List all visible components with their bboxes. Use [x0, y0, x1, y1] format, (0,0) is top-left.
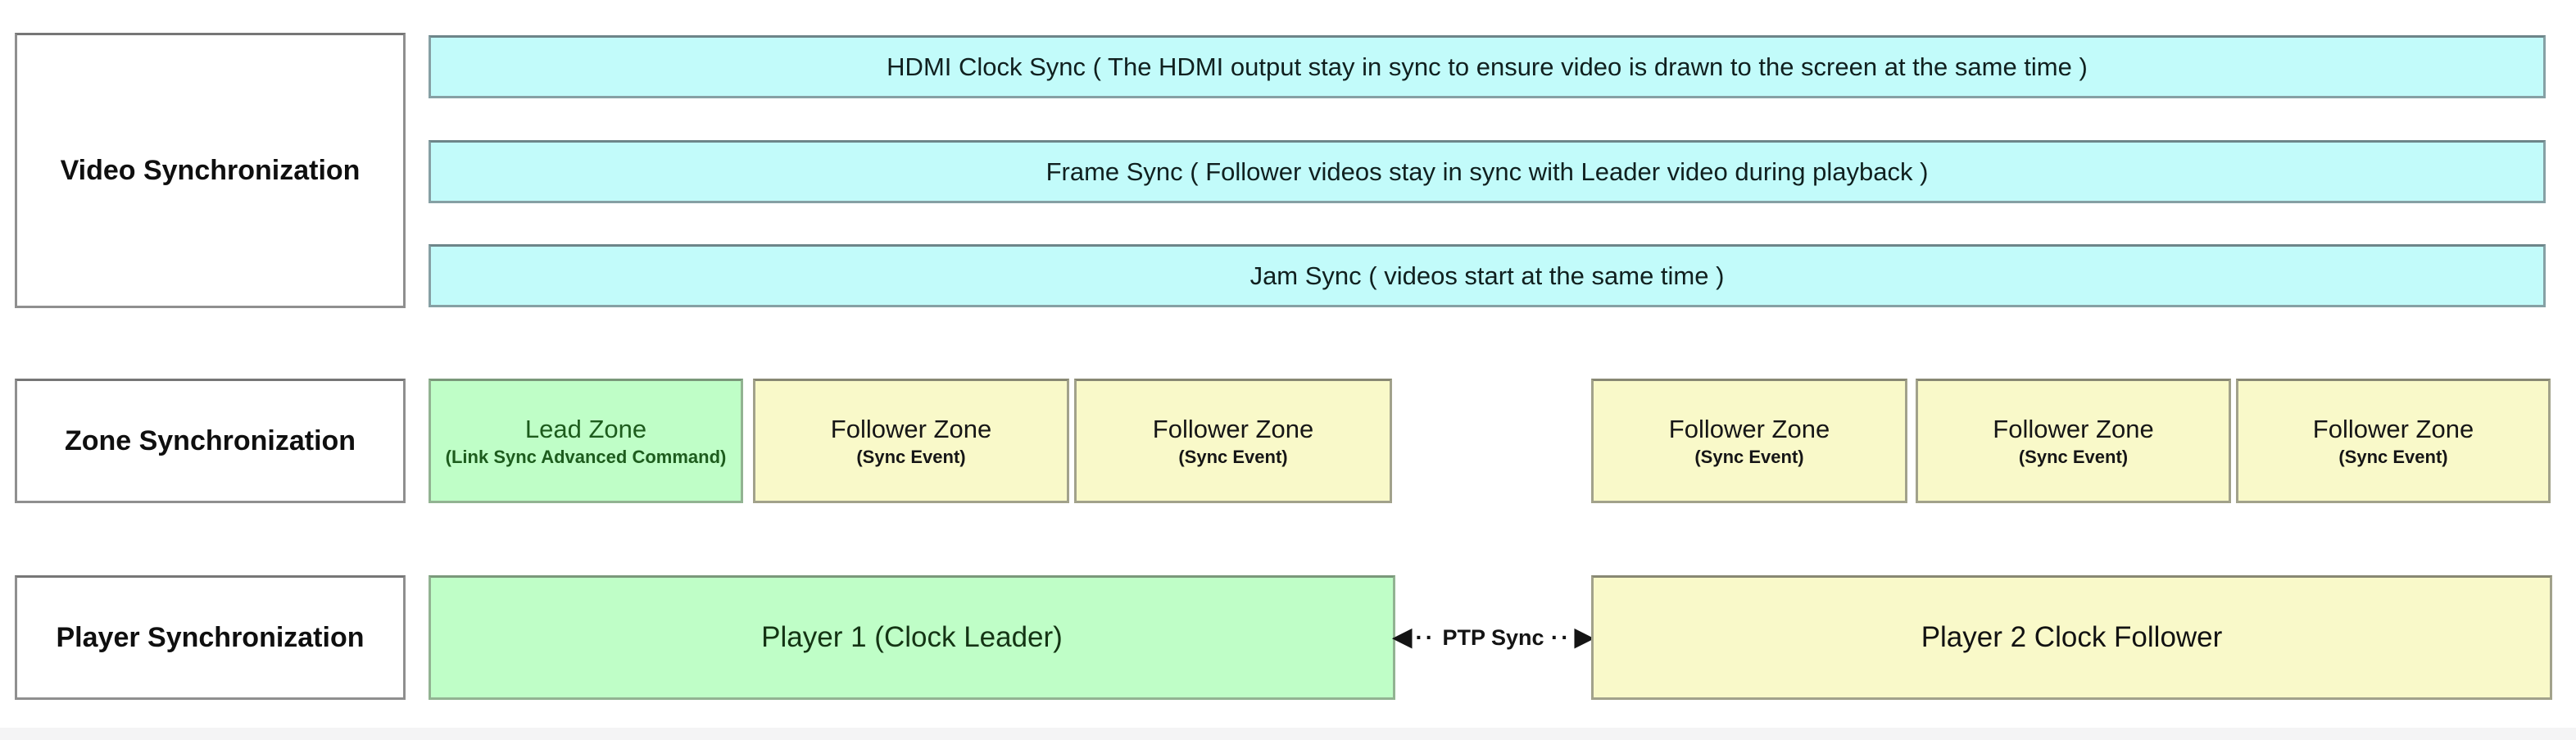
- zone-sync-label-box: Zone Synchronization: [15, 379, 406, 503]
- lead-zone-subtitle: (Link Sync Advanced Command): [445, 447, 727, 468]
- follower-zone-title: Follower Zone: [2312, 414, 2474, 443]
- dotted-line-right: ··: [1550, 624, 1571, 650]
- follower-zone-subtitle: (Sync Event): [1694, 447, 1804, 468]
- jam-sync-bar: Jam Sync ( videos start at the same time…: [429, 244, 2546, 307]
- follower-zone-box: Follower Zone (Sync Event): [1591, 379, 1907, 503]
- player1-box: Player 1 (Clock Leader): [429, 575, 1395, 700]
- hdmi-clock-sync-text: HDMI Clock Sync ( The HDMI output stay i…: [887, 52, 2088, 81]
- right-arrow-icon: ▶: [1574, 624, 1594, 651]
- jam-sync-text: Jam Sync ( videos start at the same time…: [1249, 261, 1725, 290]
- video-sync-label: Video Synchronization: [60, 154, 361, 186]
- frame-sync-bar: Frame Sync ( Follower videos stay in syn…: [429, 140, 2546, 203]
- frame-sync-text: Frame Sync ( Follower videos stay in syn…: [1045, 157, 1929, 186]
- ptp-sync-label: PTP Sync: [1442, 624, 1544, 650]
- footer-strip: [0, 728, 2576, 740]
- lead-zone-box: Lead Zone (Link Sync Advanced Command): [429, 379, 743, 503]
- follower-zone-box: Follower Zone (Sync Event): [1074, 379, 1392, 503]
- player2-text: Player 2 Clock Follower: [1921, 621, 2223, 653]
- follower-zone-title: Follower Zone: [1993, 414, 2154, 443]
- left-arrow-icon: ◀: [1393, 624, 1413, 651]
- follower-zone-title: Follower Zone: [830, 414, 992, 443]
- ptp-sync-connector: ◀ ·· PTP Sync ·· ▶: [1393, 575, 1594, 700]
- lead-zone-title: Lead Zone: [524, 414, 647, 443]
- video-sync-label-box: Video Synchronization: [15, 33, 406, 308]
- follower-zone-subtitle: (Sync Event): [2018, 447, 2129, 468]
- hdmi-clock-sync-bar: HDMI Clock Sync ( The HDMI output stay i…: [429, 35, 2546, 98]
- follower-zone-title: Follower Zone: [1152, 414, 1314, 443]
- follower-zone-subtitle: (Sync Event): [2338, 447, 2448, 468]
- player-sync-label: Player Synchronization: [56, 621, 365, 653]
- player-sync-label-box: Player Synchronization: [15, 575, 406, 700]
- follower-zone-box: Follower Zone (Sync Event): [1916, 379, 2231, 503]
- follower-zone-box: Follower Zone (Sync Event): [753, 379, 1069, 503]
- dotted-line-left: ··: [1415, 624, 1436, 650]
- player2-box: Player 2 Clock Follower: [1591, 575, 2552, 700]
- follower-zone-box: Follower Zone (Sync Event): [2236, 379, 2551, 503]
- follower-zone-subtitle: (Sync Event): [1178, 447, 1288, 468]
- player1-text: Player 1 (Clock Leader): [761, 621, 1063, 653]
- follower-zone-subtitle: (Sync Event): [856, 447, 966, 468]
- zone-sync-label: Zone Synchronization: [64, 424, 356, 456]
- follower-zone-title: Follower Zone: [1668, 414, 1830, 443]
